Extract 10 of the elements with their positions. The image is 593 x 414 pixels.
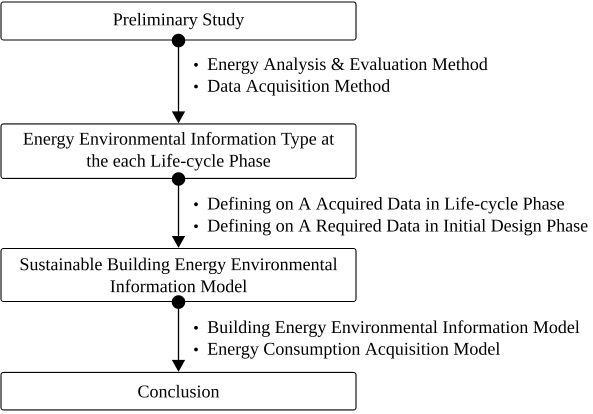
- bullet-text: Defining on A Acquired Data in Life-cycle Phase: [208, 196, 564, 214]
- bullet-text: Energy Consumption Acquisition Model: [208, 342, 500, 359]
- bullet-text: Building Energy Environmental Information Model: [208, 320, 580, 337]
- process-box: Energy Environmental Information Type at the each Life-cycle Phase: [0, 123, 357, 179]
- bullet-text: Energy Analysis & Evaluation Method: [208, 58, 488, 74]
- bullet-text: Data Acquisition Method: [208, 79, 390, 96]
- process-box: Sustainable Building Energy Environmental Information Model: [0, 248, 357, 302]
- process-box: Conclusion: [0, 372, 357, 410]
- process-box: Preliminary Study: [0, 1, 357, 41]
- bullet-text: Defining on A Required Data in Initial Design Phase: [208, 218, 588, 236]
